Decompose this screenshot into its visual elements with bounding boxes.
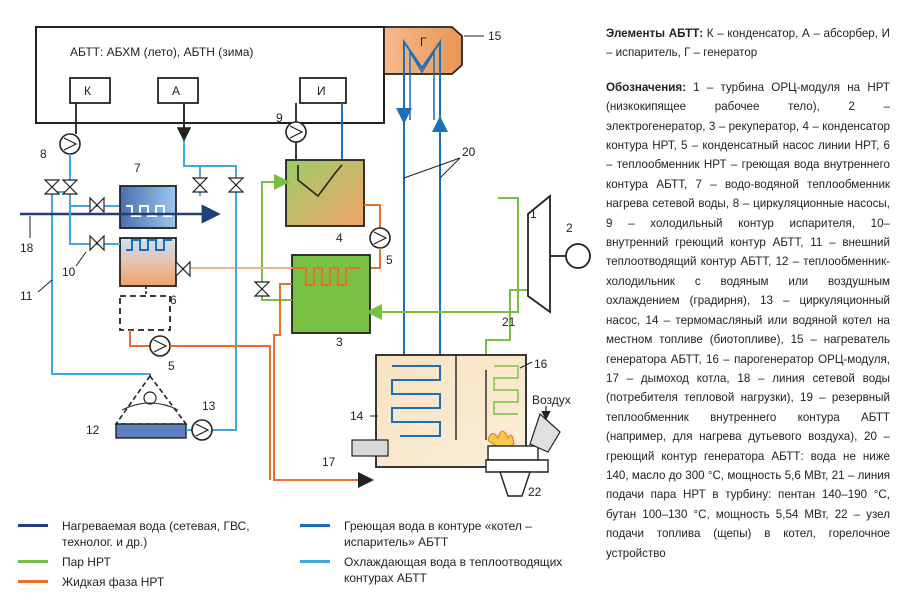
boiler-coil-hot [391,365,441,437]
generator-coil [403,38,441,120]
label-22: 22 [528,485,542,499]
schematic-diagram: АБТТ: АБХМ (лето), АБТН (зима) К А И Г 1… [20,26,591,499]
label-17: 17 [322,455,336,469]
liquid-line-6-to-boiler [129,330,150,347]
electric-generator-2 [565,243,591,269]
burner-device [487,445,539,461]
label-3: 3 [336,335,343,349]
legend-hot-water: Греющая вода в контуре «котел – испарите… [300,518,600,550]
block-g-letter: Г [420,35,427,49]
label-18: 18 [20,241,34,255]
label-1: 1 [530,207,537,221]
steam-line-16-to-turbine [485,289,528,358]
block-i-letter: И [317,84,326,98]
recuperator-3 [291,254,371,334]
label-5: 5 [168,359,175,373]
reserve-heat-exchanger-19 [119,295,171,331]
condenser-4-coil [297,164,343,198]
steam-generator-16-coil [493,365,519,415]
valve-left-2 [61,179,79,195]
legend-text-heated: Нагреваемая вода (сетевая, ГВС, технолог… [62,519,250,549]
block-a-letter: А [172,84,180,98]
elements-title: Элементы АБТТ: [606,27,704,40]
tower-basin [115,423,187,439]
notation-title: Обозначения: [606,80,686,94]
label-21: 21 [502,315,516,329]
label-11: 11 [20,289,33,303]
steam-line-21 [366,197,519,320]
elements-text: К – конденсатор, А – абсорбер, И – испар… [606,27,890,60]
liquid-line-3-to-16 [273,283,374,488]
valve-right-2 [227,177,245,193]
air-label: Воздух [532,393,571,407]
label-15: 15 [488,29,502,43]
label-16: 16 [534,357,548,371]
generator-coil-inner [409,49,435,120]
legend-cool-water: Охлаждающая вода в теплоотводящих контур… [300,554,600,586]
block-a [157,77,199,104]
label-12: 12 [86,423,100,437]
legend-swatch-steam [18,560,48,563]
turbine-1 [527,194,551,314]
cooling-loop-return [183,103,237,431]
elements-paragraph: Элементы АБТТ: К – конденсатор, А – абсо… [606,24,890,63]
notation-text: 1 – турбина ОРЦ-модуля на НРТ (низкокипя… [606,80,890,560]
legend-swatch-liquid [18,580,48,583]
legend-text-cool-water: Охлаждающая вода в теплоотводящих контур… [344,555,563,585]
notation-paragraph: Обозначения: 1 – турбина ОРЦ-модуля на Н… [606,78,890,563]
legend-text-steam: Пар НРТ [62,555,111,569]
legend-text-liquid: Жидкая фаза НРТ [62,575,165,589]
condenser-4 [285,159,365,227]
label-14: 14 [350,409,364,423]
block-i [299,77,347,104]
legend-swatch-hot-water [300,524,330,527]
valve-10 [89,234,105,252]
label-8: 8 [40,147,47,161]
side-description: Элементы АБТТ: К – конденсатор, А – абсо… [606,24,890,578]
liquid-line-4-to-5 [364,204,381,228]
fuel-feed-22 [485,459,549,473]
valve-6 [175,260,191,278]
legend-liquid: Жидкая фаза НРТ [18,574,298,590]
legend-heated: Нагреваемая вода (сетевая, ГВС, технолог… [18,518,298,550]
valve-right-1 [191,177,209,193]
legend-swatch-cool-water [300,560,330,563]
chimney-17 [351,439,389,457]
liquid-line-pump5 [170,345,271,480]
label-4: 4 [336,231,343,245]
valve-mid [89,196,105,214]
valve-left-1 [43,179,61,195]
label-9: 9 [276,111,283,125]
abtt-main-label: АБТТ: АБХМ (лето), АБТН (зима) [70,45,253,59]
steam-line-3-to-4 [261,174,292,301]
legend-swatch-heated [18,524,48,527]
block-k [69,77,111,104]
legend-steam: Пар НРТ [18,554,298,570]
label-6: 6 [170,293,177,307]
recuperator-3-coil [292,267,360,286]
fuel-hopper [499,471,531,497]
label-10: 10 [62,265,76,279]
label-7: 7 [134,161,141,175]
air-blower [529,412,561,453]
legend-text-hot-water: Греющая вода в контуре «котел – испарите… [344,519,532,549]
label-5b: 5 [386,253,393,267]
block-k-letter: К [84,84,91,98]
abtt-main-block [35,26,385,124]
label-20: 20 [462,145,476,159]
label-13: 13 [202,399,216,413]
label-2: 2 [566,221,573,235]
internal-loop-10 [69,206,120,245]
